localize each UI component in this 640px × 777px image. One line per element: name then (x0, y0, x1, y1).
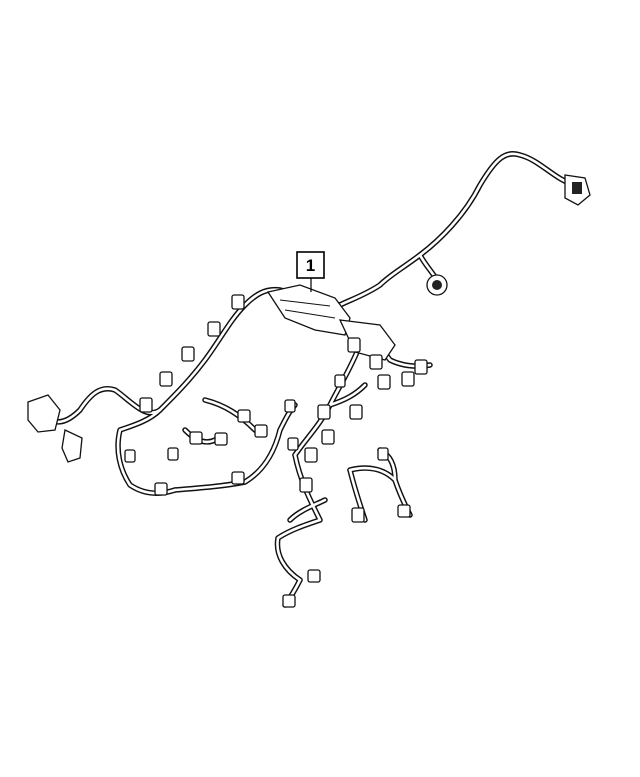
connector-mid-right (426, 274, 448, 296)
connectors-center-right (304, 337, 428, 463)
harness-wires (47, 151, 578, 608)
connectors-lower-center (282, 399, 411, 608)
callout-box (296, 251, 325, 279)
connectors-lower-left (124, 409, 268, 496)
connector-top-right (564, 174, 591, 206)
callout-1: 1 (296, 251, 325, 292)
injector-connectors (139, 294, 245, 413)
connectors (27, 174, 591, 608)
harness-trough (266, 284, 396, 361)
connector-left-large (27, 394, 83, 463)
harness-wires-inner (48, 152, 577, 607)
callout-label: 1 (306, 256, 315, 275)
